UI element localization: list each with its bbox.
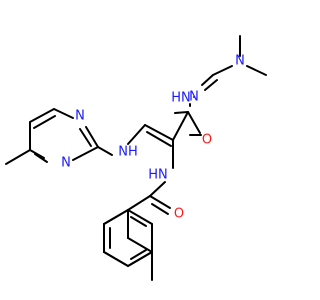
benzene-double-2 — [130, 249, 147, 260]
atom-labels: N N HN O NH N N HN O — [61, 54, 245, 222]
molecule-canvas: N N HN O NH N N HN O — [5, 35, 267, 281]
bond-c2-n1 — [85, 126, 99, 148]
benzamide-group — [127, 181, 171, 215]
atom-nh-hydrazide: HN — [171, 91, 191, 106]
bond-c6-c5-double — [33, 115, 56, 129]
bond-co-ring — [127, 195, 151, 211]
atom-nh-vinyl: NH — [118, 145, 138, 160]
bond-beta-nh — [127, 124, 146, 145]
bond-methyl — [5, 149, 31, 165]
atom-n-pyrimidine-top: N — [75, 109, 85, 124]
backbone — [127, 111, 202, 169]
bond-methyl-right — [246, 65, 267, 76]
bond-carbonyl-alpha — [172, 111, 189, 141]
hydrazone-group — [189, 74, 218, 107]
bond-c6-c5 — [29, 108, 55, 123]
atom-n-methyl: N — [235, 54, 245, 69]
atom-n-hydrazone: N — [189, 90, 199, 105]
bond-c4-n3-double — [34, 153, 48, 163]
bond-n1-c6 — [53, 108, 74, 119]
bond-ch-n-a — [201, 74, 214, 86]
bond-nh-co — [149, 181, 166, 197]
benzene-double-1 — [130, 216, 147, 227]
bond-n-ch — [212, 65, 233, 76]
atom-o-benzoyl: O — [174, 207, 184, 222]
bond-c4-n3 — [29, 149, 45, 159]
benzene-ring-outline — [103, 208, 153, 268]
bond-co-o — [149, 195, 171, 209]
pyrimidine-ring — [5, 108, 113, 165]
bond-n3-c2 — [72, 146, 99, 161]
atom-n-pyrimidine-bottom: N — [61, 156, 71, 171]
bond-co-o-double — [151, 203, 169, 215]
bond-carbonyl-c — [187, 111, 201, 134]
bond-alpha-beta — [144, 124, 174, 141]
atom-nh-amide: HN — [148, 168, 168, 183]
bond-alpha-beta-double — [146, 131, 172, 147]
bond-c2-n1-double — [79, 128, 92, 147]
bond-bz-2 — [127, 237, 153, 253]
atom-o-amide-top: O — [202, 133, 212, 148]
bond-nh-carbonyl — [174, 111, 189, 114]
bond-nh-c2 — [97, 146, 113, 156]
bond-ch-n-b — [204, 79, 218, 91]
dimethylamino-group — [212, 35, 267, 76]
molecule-structure: N N HN O NH N N HN O — [5, 35, 267, 281]
benzene-hexagon — [103, 208, 153, 268]
